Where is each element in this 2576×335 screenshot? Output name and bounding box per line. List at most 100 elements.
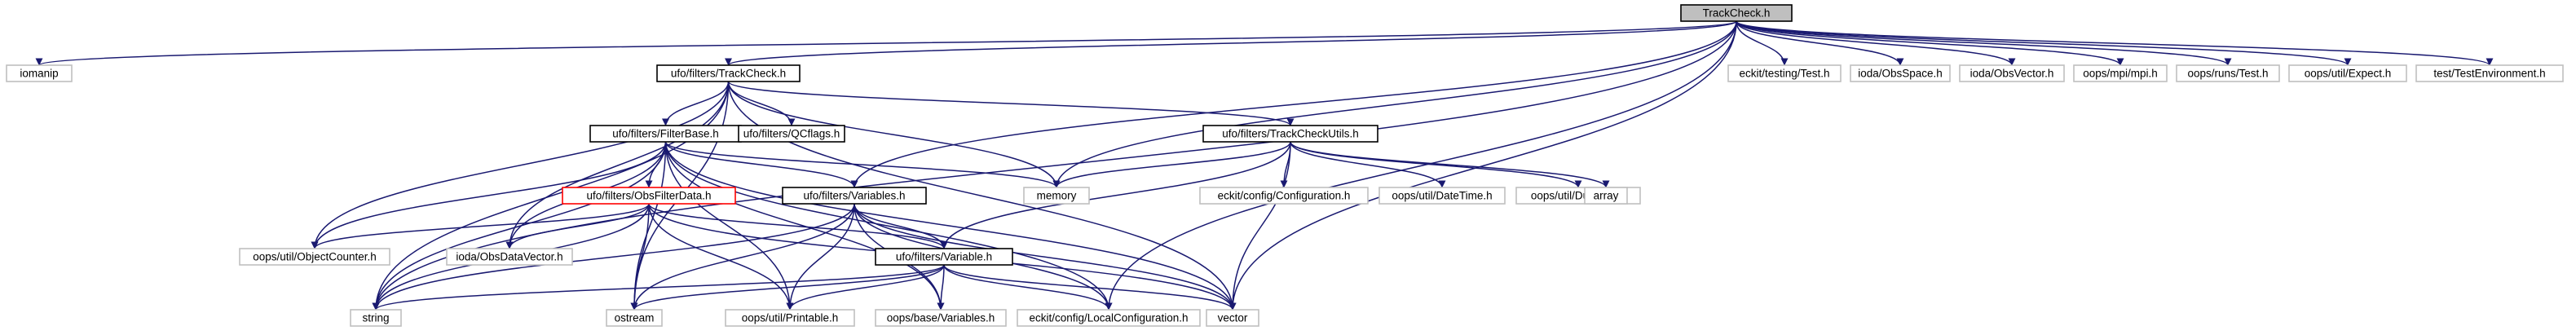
- node-ecktest-label: eckit/testing/Test.h: [1739, 68, 1829, 80]
- node-expect-label: oops/util/Expect.h: [2305, 68, 2392, 80]
- edge-variables-to-printable: [786, 203, 855, 311]
- node-iomanip: iomanip: [6, 64, 73, 82]
- edge-obsfilterdata-to-obsdatavector: [505, 203, 650, 249]
- node-variables[interactable]: ufo/filters/Variables.h: [782, 187, 927, 205]
- node-testenv: test/TestEnvironment.h: [2415, 64, 2564, 82]
- node-expect: oops/util/Expect.h: [2288, 64, 2407, 82]
- node-ostream-label: ostream: [615, 312, 655, 324]
- node-printable: oops/util/Printable.h: [725, 309, 855, 327]
- edge-filterbase-to-ostream: [630, 141, 667, 311]
- edge-filterbase-to-objcounter: [311, 141, 667, 249]
- edge-filterbase-to-vector: [664, 141, 1237, 311]
- node-variables-box: [782, 187, 927, 205]
- node-string-label: string: [362, 312, 389, 324]
- edge-filterbase-to-localconfig: [664, 141, 1113, 311]
- edge-obsfilterdata-to-ostream: [630, 203, 650, 311]
- edge-tc-to-tcutils: [727, 81, 1295, 126]
- edge-variable-to-string: [372, 264, 945, 311]
- edge-variable-to-localconfig: [943, 264, 1113, 311]
- node-printable-box: [725, 309, 855, 327]
- edge-variable-to-oopsvars: [937, 264, 945, 311]
- node-vector-label: vector: [1218, 312, 1248, 324]
- node-obsdatavector-label: ioda/ObsDataVector.h: [456, 251, 562, 263]
- node-objcounter-label: oops/util/ObjectCounter.h: [253, 251, 377, 263]
- edge-root-to-mpi: [1736, 20, 2124, 66]
- edge-root-to-runstest: [1736, 20, 2232, 66]
- edge-root-to-tc: [725, 20, 1737, 66]
- node-tc[interactable]: ufo/filters/TrackCheck.h: [656, 64, 801, 82]
- node-qcflags[interactable]: ufo/filters/QCflags.h: [738, 125, 845, 143]
- edge-tc-to-memory: [727, 81, 1061, 188]
- node-obsvector-box: [1959, 64, 2065, 82]
- node-tcutils-label: ufo/filters/TrackCheckUtils.h: [1222, 128, 1359, 140]
- node-tcutils[interactable]: ufo/filters/TrackCheckUtils.h: [1202, 125, 1378, 143]
- node-ostream: ostream: [606, 309, 663, 327]
- edge-filterbase-to-printable: [664, 141, 794, 311]
- node-testenv-box: [2415, 64, 2564, 82]
- edge-root-to-memory: [1052, 20, 1737, 188]
- edge-filterbase-to-memory: [664, 141, 1061, 188]
- edge-tcutils-to-variable: [940, 141, 1291, 249]
- node-mpi: oops/mpi/mpi.h: [2073, 64, 2168, 82]
- edge-root-to-variables: [850, 20, 1737, 188]
- node-datetime-label: oops/util/DateTime.h: [1392, 190, 1492, 202]
- node-root[interactable]: TrackCheck.h: [1680, 4, 1793, 22]
- node-ecktest-box: [1727, 64, 1842, 82]
- node-filterbase[interactable]: ufo/filters/FilterBase.h: [589, 125, 742, 143]
- edge-variables-to-ostream: [630, 203, 855, 311]
- node-ecconfig: eckit/config/Configuration.h: [1199, 187, 1369, 205]
- edge-obsfilterdata-to-variable: [648, 203, 948, 249]
- node-filterbase-label: ufo/filters/FilterBase.h: [612, 128, 719, 140]
- node-tc-label: ufo/filters/TrackCheck.h: [671, 68, 786, 80]
- node-datetime: oops/util/DateTime.h: [1378, 187, 1506, 205]
- node-memory-box: [1023, 187, 1090, 205]
- edge-root-to-expect: [1736, 20, 2352, 66]
- node-runstest-box: [2176, 64, 2280, 82]
- node-ecconfig-label: eckit/config/Configuration.h: [1218, 190, 1351, 202]
- edge-tc-to-filterbase: [662, 81, 730, 126]
- node-obsspace-label: ioda/ObsSpace.h: [1858, 68, 1943, 80]
- node-obsvector-label: ioda/ObsVector.h: [1970, 68, 2054, 80]
- edge-variables-to-variable: [854, 203, 948, 249]
- node-string: string: [350, 309, 402, 327]
- node-array-label: array: [1594, 190, 1619, 202]
- edge-tcutils-to-vector: [1228, 141, 1291, 311]
- node-obsdatavector-box: [446, 248, 573, 266]
- node-vector-box: [1206, 309, 1259, 327]
- edge-variable-to-vector: [943, 264, 1237, 311]
- node-localconfig: eckit/config/LocalConfiguration.h: [1017, 309, 1201, 327]
- node-ostream-box: [606, 309, 663, 327]
- node-datetime-box: [1378, 187, 1506, 205]
- edge-root-to-ecktest: [1736, 20, 1789, 66]
- node-mpi-label: oops/mpi/mpi.h: [2083, 68, 2158, 80]
- node-runstest: oops/runs/Test.h: [2176, 64, 2280, 82]
- edge-obsfilterdata-to-objcounter: [311, 203, 650, 249]
- node-vector: vector: [1206, 309, 1259, 327]
- edge-obsfilterdata-to-printable: [648, 203, 794, 311]
- node-obsfilterdata-label: ufo/filters/ObsFilterData.h: [586, 190, 711, 202]
- edge-tc-to-qcflags: [727, 81, 796, 126]
- node-runstest-label: oops/runs/Test.h: [2187, 68, 2268, 80]
- edge-root-to-obsspace: [1736, 20, 1904, 66]
- edge-filterbase-to-oopsvars: [664, 141, 945, 311]
- edge-variables-to-vector: [854, 203, 1237, 311]
- edge-variables-to-string: [372, 203, 855, 311]
- node-obsspace: ioda/ObsSpace.h: [1850, 64, 1951, 82]
- node-iomanip-box: [6, 64, 73, 82]
- node-memory: memory: [1023, 187, 1090, 205]
- node-variable-label: ufo/filters/Variable.h: [896, 251, 992, 263]
- node-qcflags-box: [738, 125, 845, 143]
- edge-tc-to-string: [372, 81, 730, 311]
- node-ecconfig-box: [1199, 187, 1369, 205]
- node-testenv-label: test/TestEnvironment.h: [2433, 68, 2545, 80]
- edge-tcutils-to-array: [1290, 141, 1610, 188]
- node-ecktest: eckit/testing/Test.h: [1727, 64, 1842, 82]
- node-tcutils-box: [1202, 125, 1378, 143]
- node-variable[interactable]: ufo/filters/Variable.h: [875, 248, 1013, 266]
- node-obsfilterdata[interactable]: ufo/filters/ObsFilterData.h: [562, 187, 736, 205]
- node-array: array: [1584, 187, 1628, 205]
- edge-root-to-obsvector: [1736, 20, 2016, 66]
- node-expect-box: [2288, 64, 2407, 82]
- edge-variable-to-ostream: [630, 264, 945, 311]
